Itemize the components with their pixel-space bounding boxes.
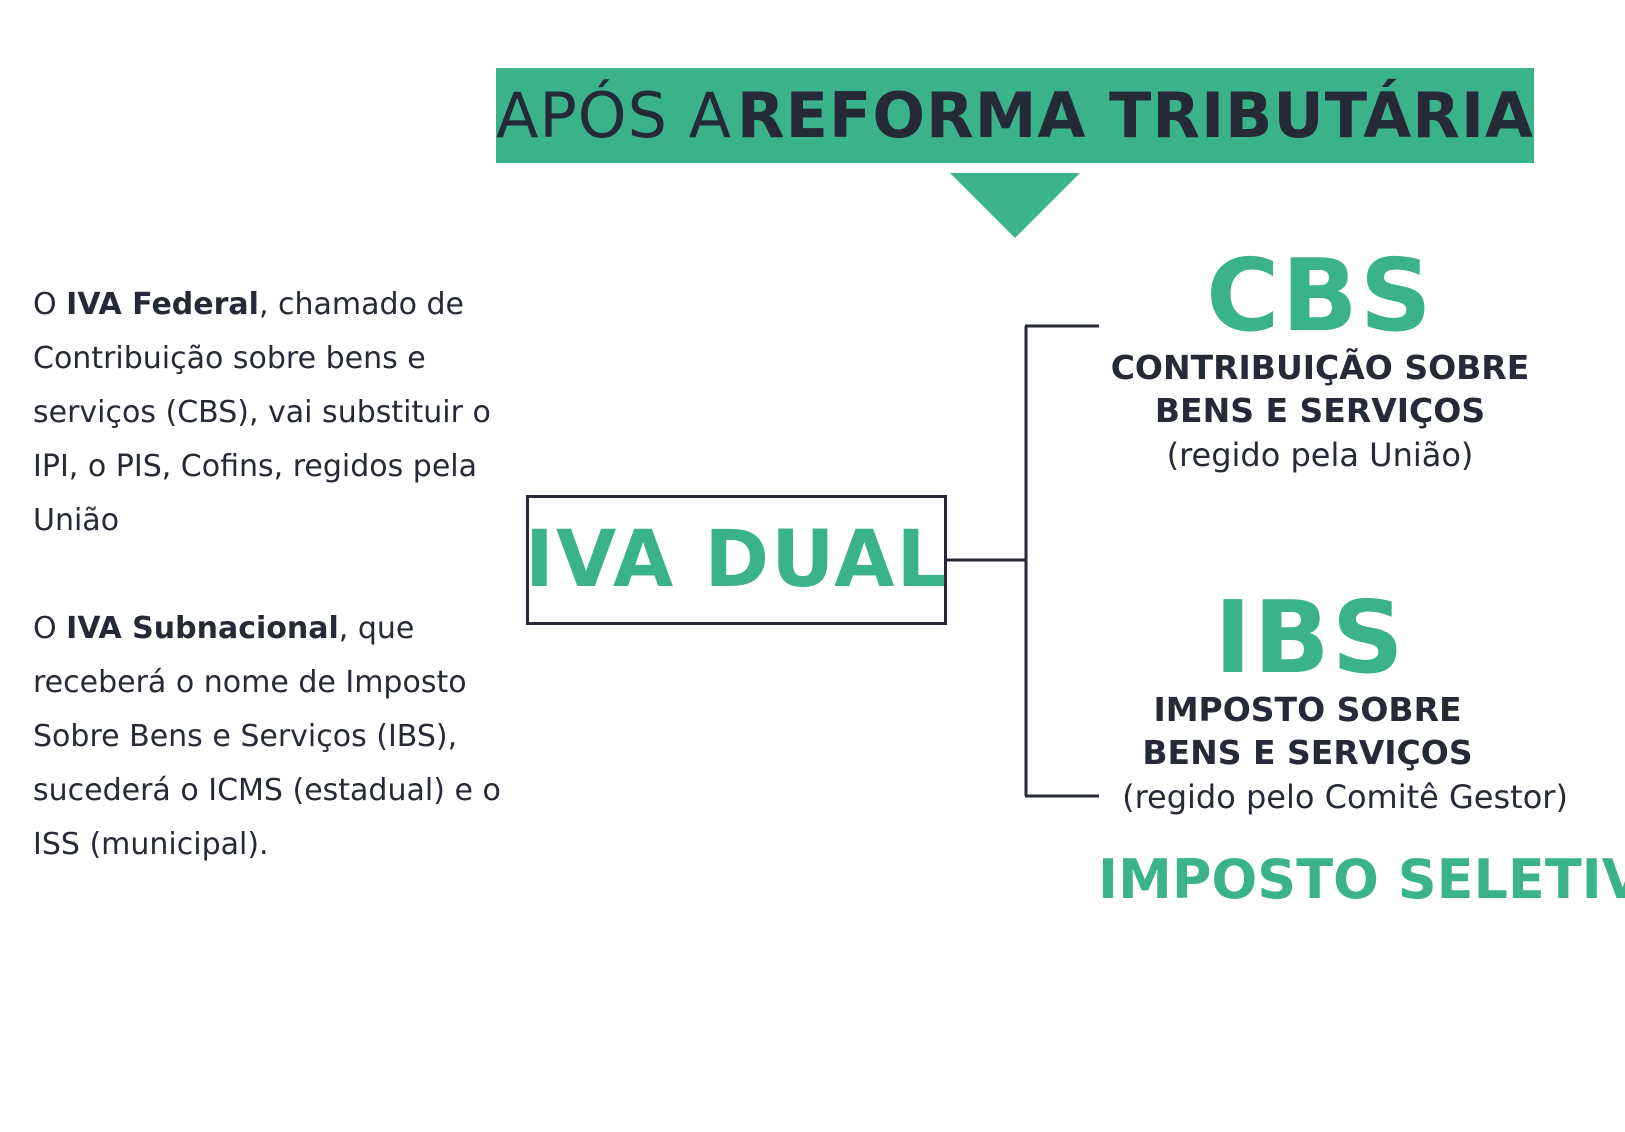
federal-highlight: IVA Federal (66, 287, 259, 322)
iva-dual-label: IVA DUAL (524, 515, 949, 605)
cbs-name-line1: CONTRIBUIÇÃO SOBRE (1110, 348, 1530, 387)
ibs-name-line1: IMPOSTO SOBRE (1153, 690, 1462, 729)
cbs-abbr: CBS (1206, 237, 1434, 354)
imposto-seletivo-label: IMPOSTO SELETIVO (1098, 848, 1625, 911)
cbs-block: CBS CONTRIBUIÇÃO SOBRE BENS E SERVIÇOS (… (1110, 246, 1530, 478)
explanation-text: O IVA Federal, chamado de Contribuição s… (33, 278, 503, 872)
federal-paragraph: O IVA Federal, chamado de Contribuição s… (33, 287, 491, 538)
title-bold: REFORMA TRIBUTÁRIA (736, 79, 1534, 152)
cbs-name-line2: BENS E SERVIÇOS (1154, 391, 1486, 430)
subnacional-paragraph: O IVA Subnacional, que receberá o nome d… (33, 611, 501, 862)
iva-dual-box: IVA DUAL (524, 495, 949, 625)
ibs-governance: (regido pelo Comitê Gestor) (1122, 778, 1568, 816)
title-banner: APÓS A REFORMA TRIBUTÁRIA (496, 68, 1534, 163)
subnacional-highlight: IVA Subnacional (66, 611, 339, 646)
title-light: APÓS A (496, 79, 733, 152)
ibs-abbr: IBS (1214, 579, 1406, 696)
ibs-name-line2: BENS E SERVIÇOS (1142, 733, 1473, 772)
cbs-governance: (regido pela União) (1166, 436, 1474, 474)
arrow-down-icon (950, 173, 1080, 238)
ibs-block: IBS IMPOSTO SOBRE BENS E SERVIÇOS (regid… (1115, 588, 1575, 820)
